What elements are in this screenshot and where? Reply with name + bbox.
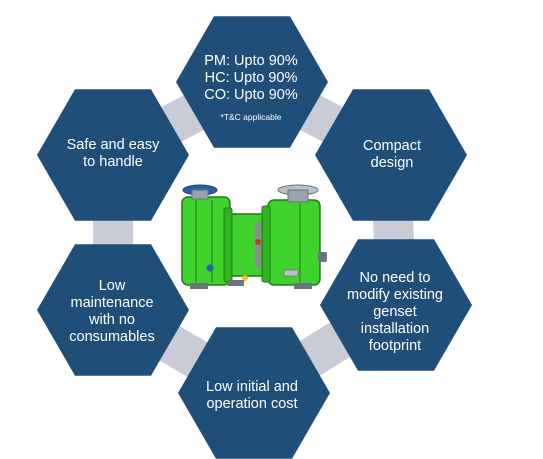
foot — [190, 283, 208, 289]
hex-text-line: Low initial and — [206, 379, 298, 395]
emission-line-hc: HC: Upto 90% — [204, 70, 298, 86]
terms-note: *T&C applicable — [220, 112, 282, 122]
hex-text-line: design — [370, 155, 414, 171]
hexagon-group — [37, 16, 472, 459]
inlet-pipe — [191, 189, 209, 200]
hex-text-line: Safe and easy — [66, 137, 160, 153]
hex-text-line: maintenance — [70, 295, 154, 311]
hex-top-left-safety: Safe and easy to handle — [50, 124, 176, 184]
hex-right-shape — [320, 239, 472, 371]
foot — [294, 283, 312, 289]
hex-top-right-shape — [315, 89, 467, 221]
hex-text-line: footprint — [368, 337, 422, 354]
clamp-band-left — [223, 207, 233, 283]
hex-bottom-cost: Low initial and operation cost — [190, 366, 314, 426]
hex-top-emissions: PM: Upto 90% HC: Upto 90% CO: Upto 90% *… — [180, 40, 322, 136]
sensor-red — [255, 239, 261, 245]
product-image — [181, 184, 327, 289]
hex-bottom-shape — [178, 327, 330, 459]
hex-text-line: operation cost — [206, 396, 298, 412]
hex-text-line: No need to — [359, 269, 431, 286]
mounting-bracket — [283, 269, 299, 277]
hex-left-shape — [37, 244, 189, 376]
hex-left-maintenance: Low maintenance with no consumables — [50, 268, 174, 356]
hex-top-left-shape — [37, 89, 189, 221]
emission-line-co: CO: Upto 90% — [204, 87, 298, 103]
hex-top-right-compact: Compact design — [330, 120, 454, 190]
foot — [228, 280, 244, 286]
sensor-blue — [206, 264, 214, 272]
hex-right-footprint: No need to modify existing genset instal… — [330, 258, 460, 366]
emission-line-pm: PM: Upto 90% — [204, 53, 298, 69]
hex-text-line: with no — [89, 312, 135, 328]
hex-text-line: Low — [98, 278, 126, 294]
hex-top-shape — [176, 16, 328, 148]
side-port — [318, 252, 327, 262]
hex-text-line: Compact — [362, 138, 422, 154]
left-tank — [181, 196, 231, 286]
hex-text-line: genset — [373, 303, 417, 320]
hex-text-line: consumables — [69, 329, 155, 345]
hex-text-line: modify existing — [347, 286, 443, 303]
clamp-band-right — [261, 205, 271, 283]
hex-text-line: to handle — [83, 154, 143, 170]
outlet-pipe — [287, 189, 309, 203]
hex-text-line: installation — [360, 320, 430, 337]
sensor-yellow — [242, 275, 248, 281]
